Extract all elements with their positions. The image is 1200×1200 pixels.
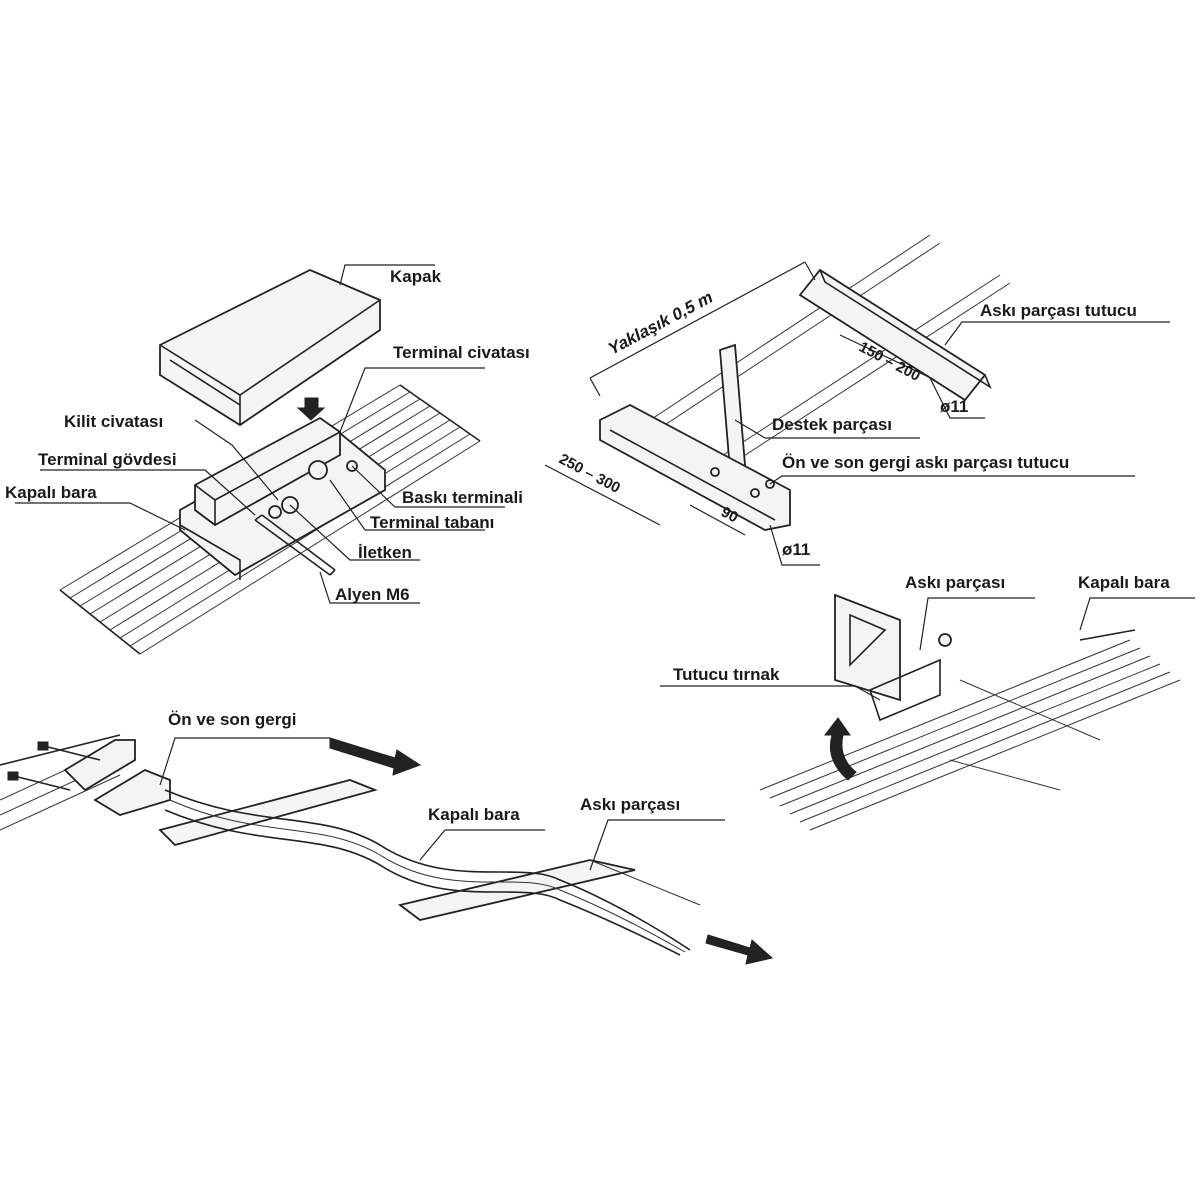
terminal-labels: Kapak Terminal civatası Kilit civatası T… <box>5 267 530 604</box>
label-o11-b: ø11 <box>782 540 810 559</box>
label-iletken: İletken <box>358 543 412 562</box>
label-yaklasik: Yaklaşık 0,5 m <box>605 287 716 358</box>
label-kapali-bara-1: Kapalı bara <box>5 483 97 502</box>
right-arrow-icon-2 <box>705 934 774 965</box>
label-o11-a: ø11 <box>940 397 968 416</box>
label-kilit-civatasi: Kilit civatası <box>64 412 163 431</box>
label-aski-parcasi-1: Askı parçası <box>905 573 1005 592</box>
label-tutucu-tirnak: Tutucu tırnak <box>673 665 780 684</box>
label-alyen-m6: Alyen M6 <box>335 585 410 604</box>
label-on-ve-son-gergi-tutucu: Ön ve son gergi askı parçası tutucu <box>782 453 1069 472</box>
hanger-labels: Askı parçası Kapalı bara Tutucu tırnak <box>673 573 1170 684</box>
label-kapali-bara-2: Kapalı bara <box>1078 573 1170 592</box>
label-baski-terminali: Baskı terminali <box>402 488 523 507</box>
label-kapali-bara-3: Kapalı bara <box>428 805 520 824</box>
label-dim-90: 90 <box>718 504 741 527</box>
label-aski-parcasi-tutucu: Askı parçası tutucu <box>980 301 1137 320</box>
label-kapak: Kapak <box>390 267 442 286</box>
support-bracket <box>544 234 1170 566</box>
label-aski-parcasi-2: Askı parçası <box>580 795 680 814</box>
label-destek-parcasi: Destek parçası <box>772 415 892 434</box>
label-terminal-tabani: Terminal tabanı <box>370 513 494 532</box>
curved-up-arrow-icon <box>823 717 857 781</box>
right-arrow-icon-1 <box>329 737 422 776</box>
label-terminal-civatasi: Terminal civatası <box>393 343 530 362</box>
label-dim-250-300: 250 – 300 <box>556 451 623 497</box>
terminal-assembly <box>15 264 505 655</box>
terminal-body <box>179 416 386 580</box>
hanger-detail <box>660 593 1195 831</box>
down-arrow-icon <box>296 397 326 421</box>
label-on-ve-son-gergi: Ön ve son gergi <box>168 710 296 729</box>
cover-kapak <box>159 269 381 427</box>
label-terminal-govdesi: Terminal gövdesi <box>38 450 177 469</box>
curved-busbar <box>0 734 774 965</box>
bottom-labels: Ön ve son gergi Kapalı bara Askı parçası <box>168 710 680 824</box>
